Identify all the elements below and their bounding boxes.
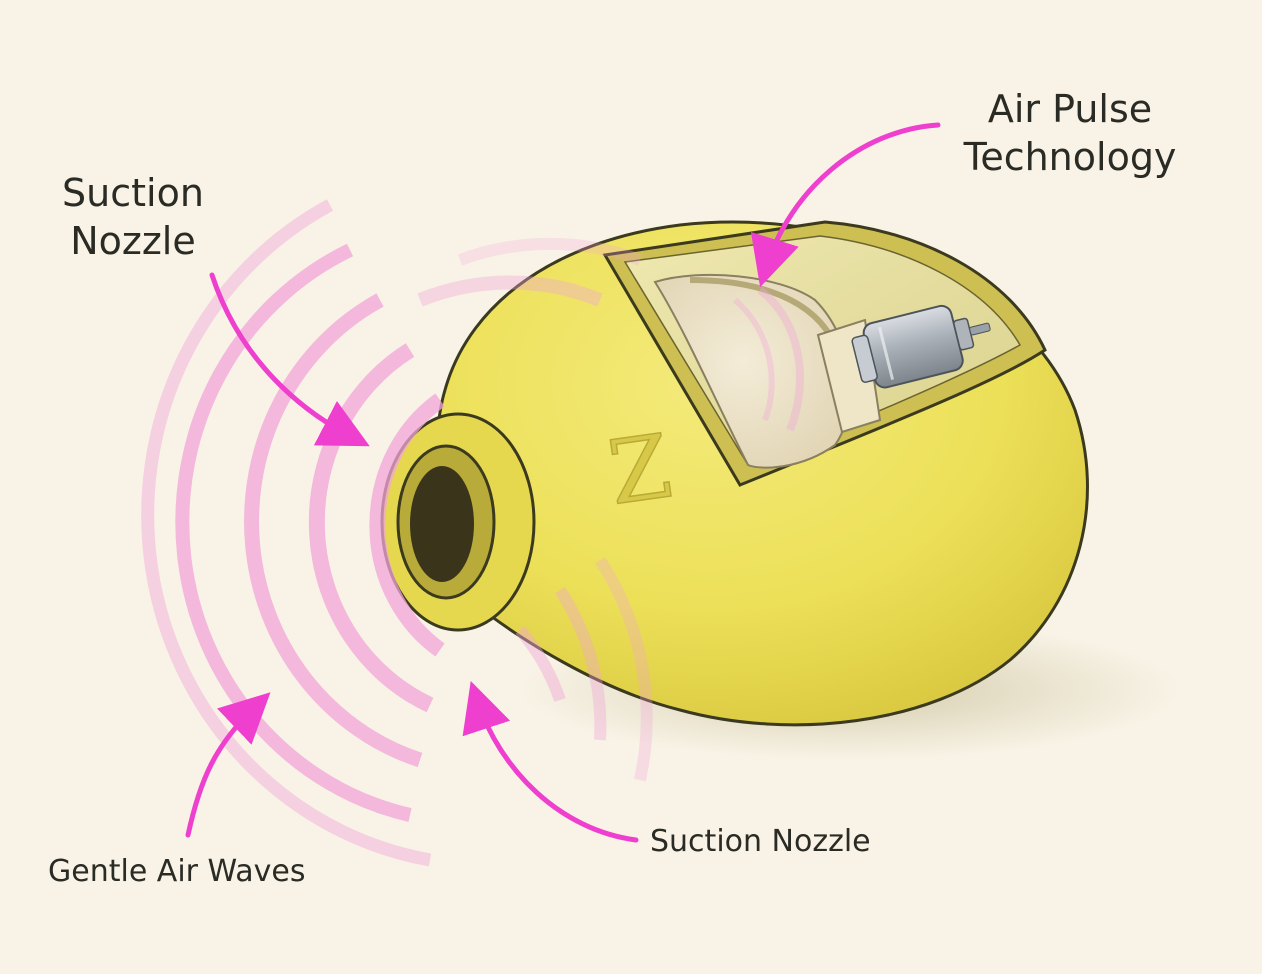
label-line: Air Pulse xyxy=(987,87,1153,131)
motor-icon xyxy=(851,304,991,389)
chamber-rim xyxy=(689,277,838,347)
callout-arrows xyxy=(185,122,941,843)
arrow-nozzle-top xyxy=(209,272,370,447)
air-waves xyxy=(141,199,804,867)
label-air-pulse-technology: Air Pulse Technology xyxy=(940,86,1200,181)
arrow-air-pulse xyxy=(750,122,941,288)
label-line: Nozzle xyxy=(70,218,196,263)
label-gentle-air-waves: Gentle Air Waves xyxy=(48,854,306,889)
label-line: Technology xyxy=(963,134,1177,179)
arrow-nozzle-bottom xyxy=(462,681,639,843)
suction-nozzle-opening xyxy=(380,412,536,632)
label-line: Suction xyxy=(62,171,204,215)
emblem-logo: Z xyxy=(602,414,677,525)
arrow-air-waves xyxy=(185,692,271,838)
label-suction-nozzle-top: Suction Nozzle xyxy=(48,170,218,265)
label-suction-nozzle-bottom: Suction Nozzle xyxy=(650,824,871,859)
